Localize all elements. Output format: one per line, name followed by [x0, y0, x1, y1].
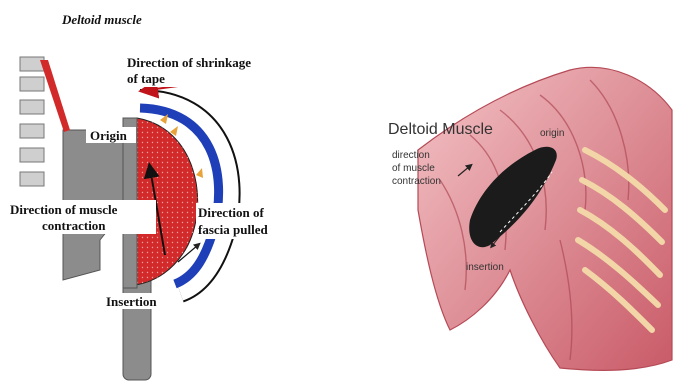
label-shrinkage-1: Direction of shrinkage [127, 55, 251, 70]
label-muscle-contraction-2: contraction [42, 218, 106, 233]
left-title: Deltoid muscle [61, 12, 142, 27]
label-fascia-2: fascia pulled [198, 222, 268, 237]
upper-muscle-strip [40, 60, 70, 132]
label-insertion: Insertion [106, 294, 157, 309]
label-shrinkage-2: of tape [127, 71, 165, 86]
right-label-insertion: insertion [466, 262, 504, 273]
spine-vertebrae [20, 57, 44, 186]
right-label-origin: origin [540, 128, 564, 139]
right-label-direction-2: of muscle [392, 163, 435, 174]
right-label-direction-1: direction [392, 150, 430, 161]
left-diagram: Deltoid muscle [6, 12, 292, 380]
right-label-direction-3: contraction [392, 176, 441, 187]
right-diagram: Deltoid Muscle origin direction of muscl… [388, 67, 672, 370]
label-muscle-contraction-1: Direction of muscle [10, 202, 118, 217]
right-title: Deltoid Muscle [388, 121, 493, 138]
label-fascia-1: Direction of [198, 205, 264, 220]
label-origin: Origin [90, 128, 128, 143]
